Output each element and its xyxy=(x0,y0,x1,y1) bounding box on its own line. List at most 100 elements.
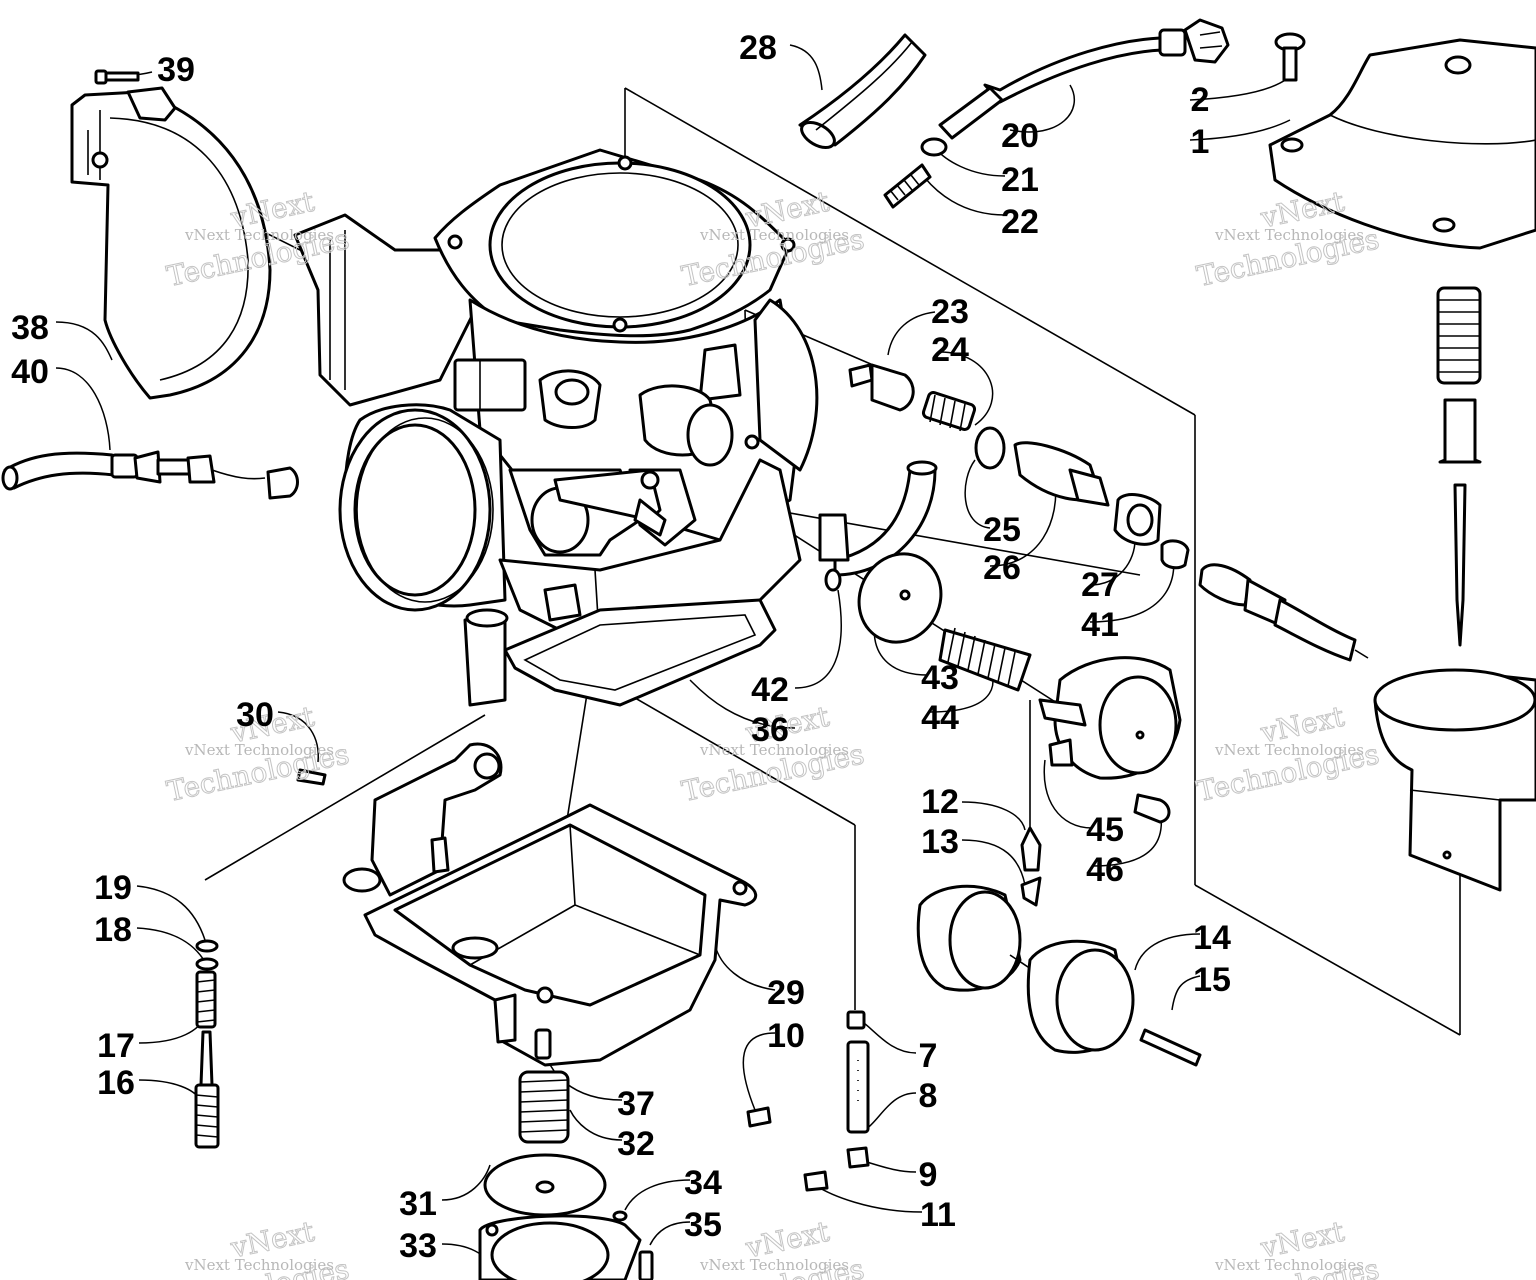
callout-42: 42 xyxy=(751,671,789,709)
part-8-needle-jet xyxy=(846,1040,870,1134)
callout-29: 29 xyxy=(767,974,805,1012)
part-35-screw xyxy=(638,1250,654,1280)
callout-27: 27 xyxy=(1081,566,1119,604)
part-24-spring xyxy=(921,391,977,432)
part-1-top-cap xyxy=(1268,38,1536,250)
watermark-small-text: vNext Technologies xyxy=(1214,226,1364,244)
callout-9: 9 xyxy=(919,1156,938,1194)
part-19-washer xyxy=(195,939,219,953)
part-30-screw xyxy=(296,768,327,786)
watermark-small-text: vNext Technologies xyxy=(699,1256,849,1274)
watermark-small-text: vNext Technologies xyxy=(184,741,334,759)
callout-12: 12 xyxy=(921,783,959,821)
part-41-cap xyxy=(1160,539,1190,570)
part-22-spring xyxy=(883,163,932,209)
callout-30: 30 xyxy=(236,696,274,734)
callout-44: 44 xyxy=(921,699,959,737)
watermark-small-text: vNext Technologies xyxy=(699,741,849,759)
callout-2: 2 xyxy=(1191,81,1210,119)
callout-25: 25 xyxy=(983,511,1021,549)
part-16-pilot-screw xyxy=(194,1030,220,1149)
callout-22: 22 xyxy=(1001,203,1039,241)
callout-40: 40 xyxy=(11,353,49,391)
throttle-lever xyxy=(342,742,503,897)
part-43-diaphragm xyxy=(857,552,943,644)
part-34-o-ring xyxy=(612,1210,628,1222)
callout-18: 18 xyxy=(94,911,132,949)
part-25-o-ring xyxy=(974,426,1006,470)
part-2-screw xyxy=(1274,32,1306,82)
callout-37: 37 xyxy=(617,1085,655,1123)
part-26-plunger-cap xyxy=(1013,441,1110,507)
callout-32: 32 xyxy=(617,1125,655,1163)
callout-21: 21 xyxy=(1001,161,1039,199)
callout-28: 28 xyxy=(739,29,777,67)
callout-41: 41 xyxy=(1081,606,1119,644)
part-46-screw xyxy=(1133,793,1171,824)
part-7-jet xyxy=(846,1010,866,1030)
callout-43: 43 xyxy=(921,659,959,697)
callout-33: 33 xyxy=(399,1227,437,1265)
part-9-main-jet xyxy=(846,1146,870,1169)
callout-17: 17 xyxy=(97,1027,135,1065)
callout-20: 20 xyxy=(1001,117,1039,155)
watermark-small-text: vNext Technologies xyxy=(184,1256,334,1274)
part-37-screw xyxy=(534,1028,552,1060)
pilot-screw-cable xyxy=(1198,563,1369,662)
callout-24: 24 xyxy=(931,331,969,369)
callout-36: 36 xyxy=(751,711,789,749)
part-11-plug xyxy=(803,1170,829,1192)
watermark-small-text: vNext Technologies xyxy=(1214,1256,1364,1274)
part-28-hose xyxy=(798,33,927,149)
part-42-o-ring xyxy=(824,568,842,592)
part-13-clip xyxy=(1020,876,1042,907)
part-23-plunger xyxy=(848,363,915,412)
callout-13: 13 xyxy=(921,823,959,861)
callout-38: 38 xyxy=(11,309,49,347)
part-32-spring xyxy=(518,1070,570,1144)
part-38-cover xyxy=(70,86,272,400)
callout-46: 46 xyxy=(1086,851,1124,889)
callout-35: 35 xyxy=(684,1206,722,1244)
part-27-cap xyxy=(1113,493,1162,546)
callout-19: 19 xyxy=(94,869,132,907)
part-15-pin xyxy=(1139,1028,1202,1067)
part-14-float-assembly xyxy=(916,884,1135,1054)
callout-15: 15 xyxy=(1193,961,1231,999)
jet-needle xyxy=(1453,483,1467,647)
callout-26: 26 xyxy=(983,549,1021,587)
part-20-choke-cable xyxy=(938,18,1230,140)
callout-34: 34 xyxy=(684,1164,722,1202)
callout-10: 10 xyxy=(767,1017,805,1055)
callout-11: 11 xyxy=(920,1196,956,1234)
callout-1: 1 xyxy=(1191,123,1210,161)
throttle-slide xyxy=(1373,668,1536,892)
part-17-spring xyxy=(195,970,217,1029)
callout-16: 16 xyxy=(97,1064,135,1102)
carburetor-body xyxy=(293,148,938,707)
part-10-plug xyxy=(746,1106,772,1128)
callout-8: 8 xyxy=(919,1077,938,1115)
part-12-needle-valve xyxy=(1020,826,1042,872)
part-40-throttle-cable xyxy=(1,450,299,500)
part-18-o-ring xyxy=(195,957,219,971)
callout-39: 39 xyxy=(157,51,195,89)
part-31-diaphragm xyxy=(483,1153,607,1217)
callout-23: 23 xyxy=(931,293,969,331)
callout-45: 45 xyxy=(1086,811,1124,849)
slide-spring xyxy=(1436,286,1482,385)
watermark-small-text: vNext Technologies xyxy=(184,226,334,244)
callout-31: 31 xyxy=(399,1185,437,1223)
needle-holder xyxy=(1438,398,1482,464)
watermark-small-text: vNext Technologies xyxy=(699,226,849,244)
callout-14: 14 xyxy=(1193,919,1231,957)
part-44-spring xyxy=(938,627,1032,692)
watermark-small-text: vNext Technologies xyxy=(1214,741,1364,759)
callout-7: 7 xyxy=(919,1037,938,1075)
